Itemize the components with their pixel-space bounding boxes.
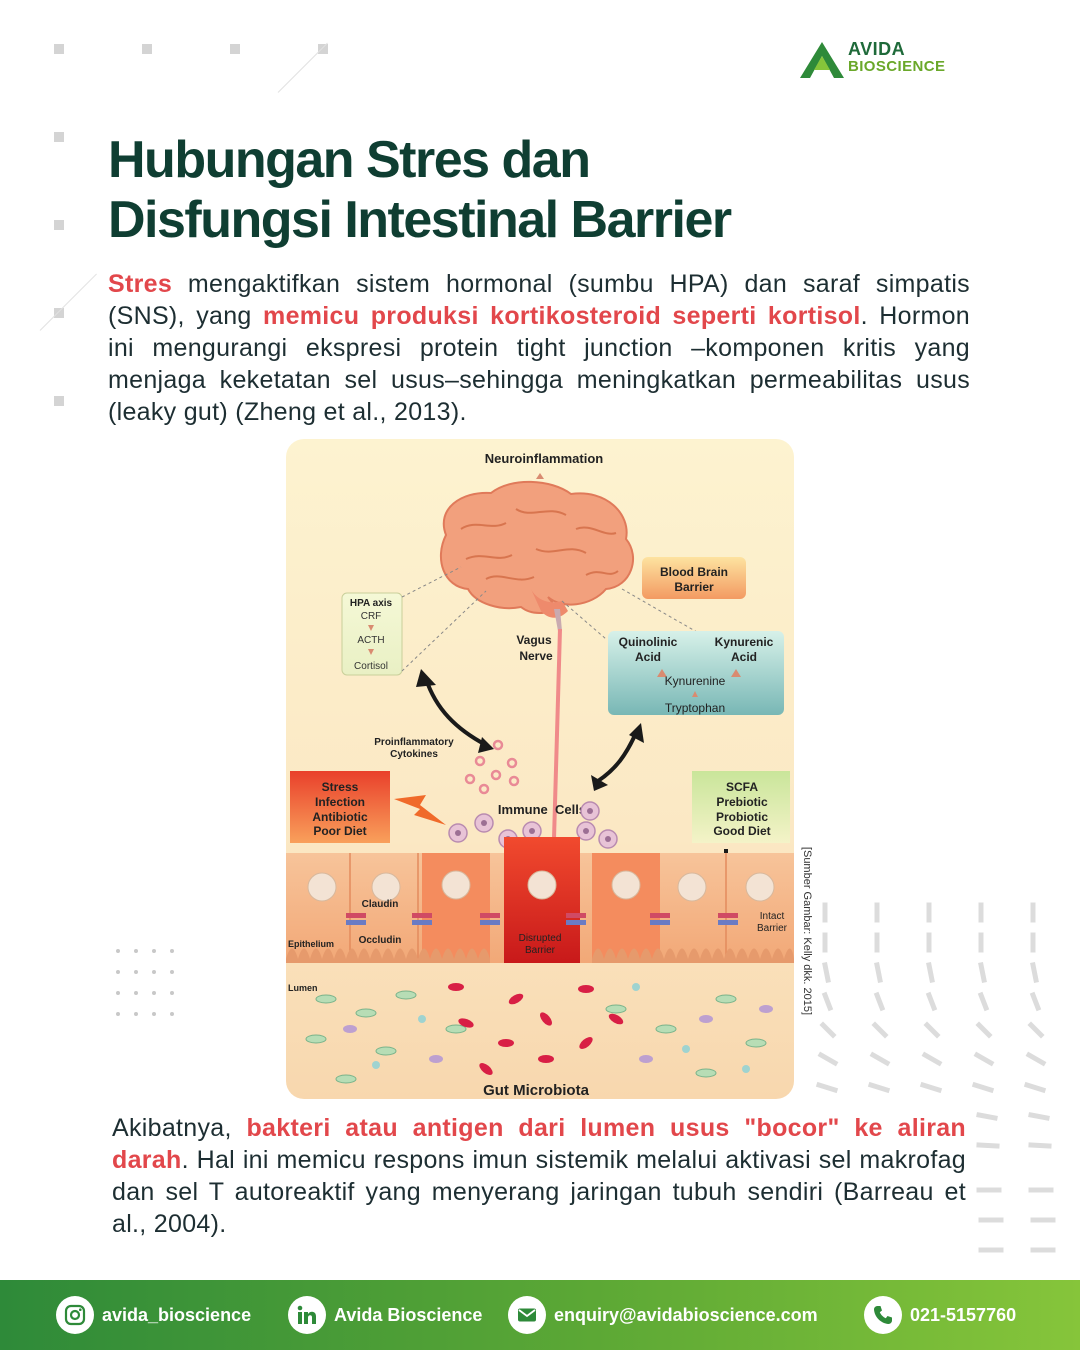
label-vagus-line2: Nerve bbox=[519, 649, 553, 663]
decor-square bbox=[54, 220, 64, 230]
highlight-bocor: bakteri atau antigen dari lumen usus "bo… bbox=[112, 1114, 966, 1174]
linkedin-name: Avida Bioscience bbox=[334, 1304, 483, 1325]
scfa-line: Probiotic bbox=[716, 810, 768, 824]
footer-contact-bar: avida_bioscience Avida Bioscience enquir… bbox=[0, 1280, 1080, 1350]
label-gut-microbiota: Gut Microbiota bbox=[483, 1082, 589, 1099]
brand-name: AVIDA BIOSCIENCE bbox=[848, 40, 945, 76]
label-kynurenic-line2: Acid bbox=[731, 650, 757, 664]
instagram-handle: avida_bioscience bbox=[102, 1304, 252, 1325]
label-kynurenic-line1: Kynurenic bbox=[715, 635, 774, 649]
label-lumen: Lumen bbox=[288, 983, 318, 993]
paragraph2-text-a: Akibatnya, bbox=[112, 1114, 247, 1142]
email-icon bbox=[508, 1296, 546, 1334]
decor-square bbox=[54, 132, 64, 142]
stress-line: Poor Diet bbox=[313, 824, 366, 838]
instagram-icon bbox=[56, 1296, 94, 1334]
lightning-icon bbox=[394, 795, 446, 825]
label-cytokines-line1: Proinflammatory bbox=[374, 737, 454, 748]
label-vagus-line1: Vagus bbox=[516, 633, 552, 647]
label-bbb-line2: Barrier bbox=[674, 580, 714, 594]
email-address: enquiry@avidabioscience.com bbox=[554, 1304, 818, 1325]
linkedin-icon bbox=[288, 1296, 326, 1334]
caption-text: [Sumber Gambar: Kelly dkk. 2015] bbox=[801, 846, 813, 1016]
vagus-nerve bbox=[552, 628, 562, 840]
decor-square bbox=[318, 44, 328, 54]
stress-line: Infection bbox=[315, 795, 365, 809]
gut-brain-figure: Neuroinflammation Blood Brain Barrier HP… bbox=[286, 439, 794, 1099]
label-neuroinflammation: Neuroinflammation bbox=[485, 451, 604, 466]
decor-dashes bbox=[815, 902, 1056, 1253]
scfa-factors: SCFA Prebiotic Probiotic Good Diet bbox=[713, 780, 770, 838]
label-bbb-line1: Blood Brain bbox=[660, 565, 728, 579]
footer-phone[interactable]: 021-5157760 bbox=[864, 1296, 1016, 1334]
stress-line: Stress bbox=[322, 780, 359, 794]
scfa-line: SCFA bbox=[726, 780, 758, 794]
label-quinolinic-line2: Acid bbox=[635, 650, 661, 664]
label-hpa-axis: HPA axis bbox=[350, 598, 393, 609]
brand-line2: BIOSCIENCE bbox=[848, 58, 946, 75]
label-disrupted-line1: Disrupted bbox=[519, 933, 562, 944]
label-cortisol: Cortisol bbox=[354, 661, 388, 672]
label-tryptophan: Tryptophan bbox=[665, 701, 725, 715]
scfa-line: Prebiotic bbox=[716, 795, 768, 809]
figure-illustration: Neuroinflammation Blood Brain Barrier HP… bbox=[286, 451, 794, 1099]
footer-instagram[interactable]: avida_bioscience bbox=[56, 1296, 251, 1334]
title-line1: Hubungan Stres dan bbox=[108, 131, 591, 189]
label-claudin: Claudin bbox=[362, 899, 399, 910]
conclusion-paragraph: Akibatnya, bakteri atau antigen dari lum… bbox=[112, 1112, 966, 1240]
microbiota bbox=[305, 983, 773, 1084]
label-immune-cells: Immune Cells bbox=[498, 802, 586, 817]
label-kynurenine: Kynurenine bbox=[665, 674, 726, 688]
decor-square bbox=[54, 396, 64, 406]
decor-square bbox=[142, 44, 152, 54]
footer-linkedin[interactable]: Avida Bioscience bbox=[288, 1296, 482, 1334]
label-intact-line1: Intact bbox=[760, 911, 785, 922]
footer-email[interactable]: enquiry@avidabioscience.com bbox=[508, 1296, 818, 1334]
paragraph1-text-d: . Hormon ini mengurangi ekspresi protein… bbox=[108, 302, 970, 426]
decor-line bbox=[277, 42, 328, 93]
phone-icon bbox=[864, 1296, 902, 1334]
logo-mark-icon bbox=[800, 42, 844, 78]
image-source-caption: [Sumber Gambar: Kelly dkk. 2015] bbox=[797, 820, 817, 1050]
label-crf: CRF bbox=[361, 611, 382, 622]
page-title: Hubungan Stres dan Disfungsi Intestinal … bbox=[108, 130, 968, 250]
title-line2: Disfungsi Intestinal Barrier bbox=[108, 191, 732, 249]
label-quinolinic-line1: Quinolinic bbox=[619, 635, 678, 649]
decor-line bbox=[39, 273, 97, 331]
highlight-kortisol: memicu produksi kortikosteroid seperti k… bbox=[263, 302, 861, 330]
label-disrupted-line2: Barrier bbox=[525, 945, 556, 956]
brand-line1: AVIDA bbox=[848, 39, 906, 59]
label-acth: ACTH bbox=[357, 635, 384, 646]
phone-number: 021-5157760 bbox=[910, 1304, 1017, 1325]
brain-illustration bbox=[440, 480, 635, 631]
label-occludin: Occludin bbox=[359, 935, 402, 946]
stress-line: Antibiotic bbox=[312, 810, 368, 824]
decor-square bbox=[230, 44, 240, 54]
scfa-line: Good Diet bbox=[713, 824, 770, 838]
stress-factors: Stress Infection Antibiotic Poor Diet bbox=[312, 780, 368, 838]
paragraph2-text-c: . Hal ini memicu respons imun sistemik m… bbox=[112, 1146, 966, 1238]
highlight-stres: Stres bbox=[108, 270, 173, 298]
decor-dots bbox=[116, 949, 174, 1016]
label-epithelium: Epithelium bbox=[288, 939, 334, 949]
brand-logo: AVIDA BIOSCIENCE bbox=[800, 40, 1000, 84]
paragraph1-text-b: mengaktifkan sistem hormonal (sumbu HPA)… bbox=[108, 270, 970, 330]
intro-paragraph: Stres mengaktifkan sistem hormonal (sumb… bbox=[108, 268, 970, 428]
label-cytokines-line2: Cytokines bbox=[390, 749, 438, 760]
decor-square bbox=[54, 308, 64, 318]
label-intact-line2: Barrier bbox=[757, 923, 788, 934]
decor-square bbox=[54, 44, 64, 54]
epithelium-layer bbox=[286, 837, 794, 963]
